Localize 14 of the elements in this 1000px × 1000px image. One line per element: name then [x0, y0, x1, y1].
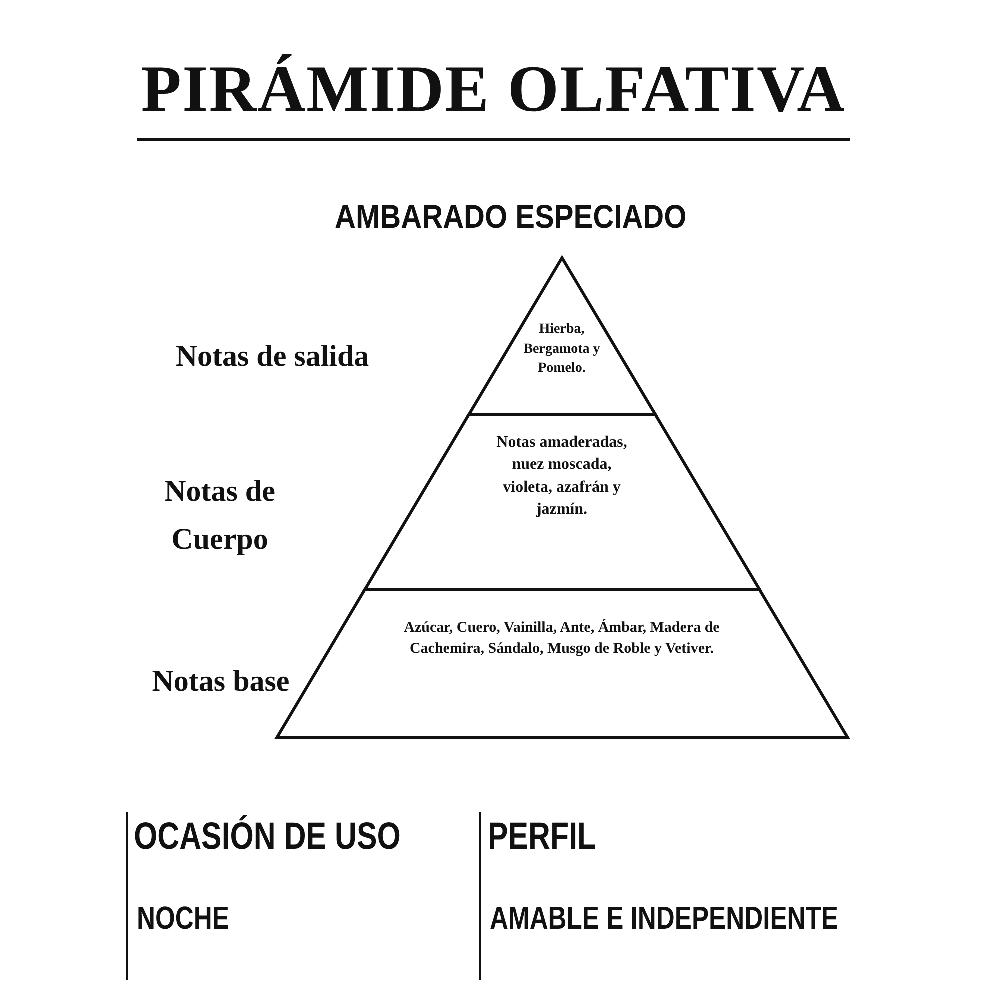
value-text: AMABLE E INDEPENDIENTE: [490, 900, 838, 937]
notes-text: Hierba, Bergamota y Pomelo.: [522, 321, 602, 378]
pyramid-section: [362, 415, 762, 590]
value-text: NOCHE: [137, 900, 230, 937]
section-heading: OCASIÓN DE USO: [134, 816, 401, 859]
notes-text: Azúcar, Cuero, Vainilla, Ante, Ámbar, Madera de Cachemira, Sándalo, Musgo de Roble y Vetiver.: [403, 618, 721, 659]
tier-label: Notas de Cuerpo: [164, 474, 276, 558]
title: PIRÁMIDE OLFATIVA: [140, 52, 847, 128]
notes-text: Notas amaderadas, nuez moscada, violeta, azafrán y jazmín.: [496, 433, 628, 520]
tier-label: Notas de salida: [174, 339, 370, 375]
pyramid-top-section: [466, 258, 658, 415]
section-heading: PERFIL: [488, 816, 596, 859]
subtitle: AMBARADO ESPECIADO: [335, 198, 687, 236]
tier-label: Notas base: [151, 664, 291, 700]
